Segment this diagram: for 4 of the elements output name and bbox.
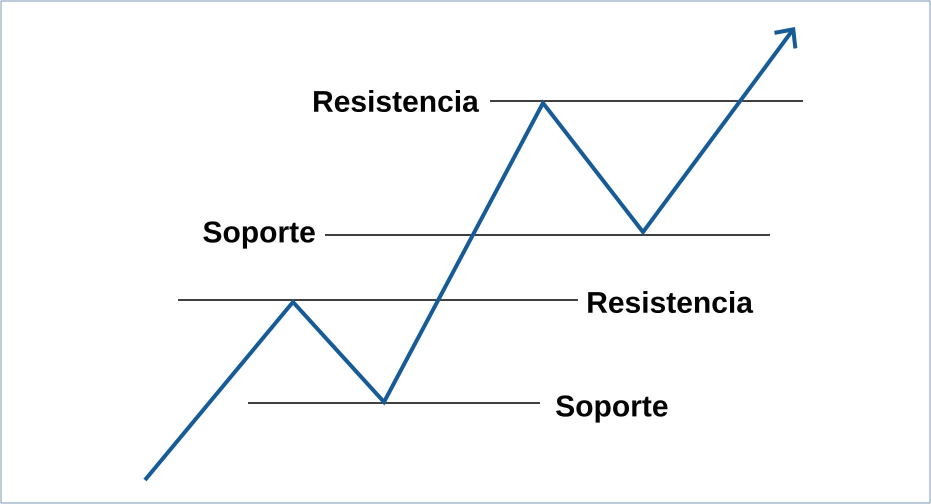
level-label: Resistencia [588, 291, 754, 314]
level-label: Soporte [203, 221, 315, 249]
level-label: Soporte [556, 395, 668, 423]
level-label: Resistencia [314, 90, 479, 112]
